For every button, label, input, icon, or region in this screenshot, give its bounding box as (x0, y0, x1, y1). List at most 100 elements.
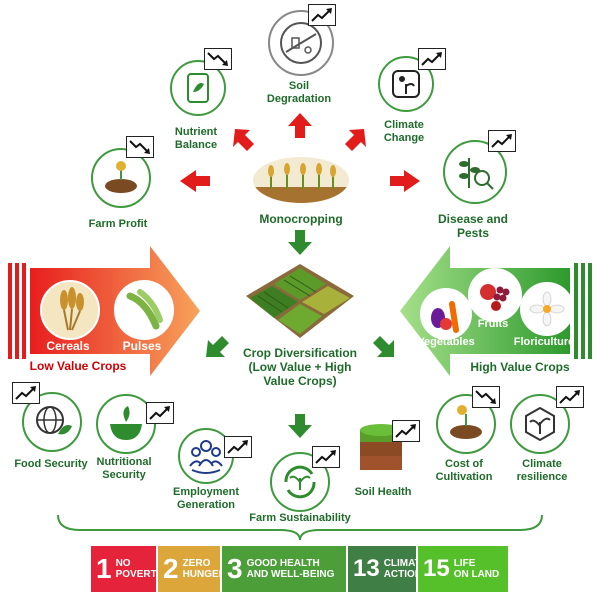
people-icon (189, 440, 223, 474)
vegetables-circle (420, 288, 472, 340)
sdg-1-number: 1 (96, 553, 112, 584)
soil-health-trend-box (392, 420, 420, 442)
fruits-label: Fruits (477, 318, 509, 330)
red-arrow-left (180, 170, 210, 192)
plant-magnifier-icon (459, 158, 494, 190)
farm-profit-trend-box (126, 136, 154, 158)
cereals-icon (60, 287, 84, 331)
sdg-2-line2: HUNGER (182, 569, 226, 580)
green-arrow-downleft (206, 336, 229, 357)
cereals-label: Cereals (46, 339, 90, 353)
farm-sustainability-label: Farm Sustainability (249, 512, 351, 524)
money-hand-icon (450, 405, 482, 439)
recycle-plant-icon (284, 465, 316, 499)
sdg-2-line1: ZERO (182, 558, 211, 569)
sdg-1-line2: POVERTY (115, 569, 164, 580)
pulses-icon (126, 289, 163, 330)
disease-pests-label: Disease and Pests (437, 212, 509, 240)
flower-icon (529, 291, 565, 327)
fruits-circle (468, 268, 522, 322)
trend-up-icon (395, 424, 416, 438)
soil-block-icon (360, 424, 402, 470)
sdg-13-line1: CLIMATE (383, 558, 428, 569)
vegetables-icon (431, 301, 459, 333)
monocropping-label: Monocropping (259, 212, 343, 226)
employment-label: Employment Generation (172, 486, 239, 511)
green-arrow-down-2 (288, 414, 312, 438)
cost-trend-box (472, 386, 500, 408)
nutritional-trend-box (146, 402, 174, 424)
trend-up-icon (421, 52, 442, 66)
green-arrow-down-1 (288, 230, 312, 255)
low-value-crops-label: Low Value Crops (29, 359, 127, 373)
bottom-brace (57, 514, 543, 541)
trend-up-icon (559, 390, 580, 404)
trend-down-icon (475, 390, 496, 404)
trend-down-icon (207, 52, 228, 66)
sdg-15-number: 15 (423, 555, 450, 582)
soil-degradation-label: Soil Degradation (266, 80, 332, 105)
red-arrow-upleft (233, 129, 254, 151)
trend-up-icon (227, 440, 248, 454)
cereals-circle (40, 280, 100, 340)
vegetables-label: Vegetables (417, 336, 475, 348)
food-security-trend-box (12, 382, 40, 404)
pulses-circle (114, 280, 174, 340)
food-security-label: Food Security (14, 458, 88, 470)
money-hand-icon (105, 161, 137, 193)
crop-diversification-label: Crop Diversification (Low Value + High V… (242, 346, 358, 388)
nutritional-security-circle (96, 394, 156, 454)
red-arrow-right (390, 170, 420, 192)
trend-down-icon (129, 140, 150, 154)
disease-trend-box (488, 130, 516, 152)
trend-up-icon (311, 8, 332, 22)
cost-cultivation-label: Cost of Cultivation (435, 458, 493, 483)
monocropping-image (253, 157, 349, 203)
red-arrow-upright (345, 129, 366, 151)
green-arrow-downright (373, 336, 394, 357)
nutrient-balance-circle (170, 60, 226, 116)
employment-trend-box (224, 436, 252, 458)
trend-up-icon (491, 134, 512, 148)
sdg-1-line1: NO (115, 558, 131, 569)
sdg-3-number: 3 (227, 553, 243, 584)
climate-resilience-label: Climate resilience (516, 458, 568, 483)
resilience-trend-box (556, 386, 584, 408)
trend-up-icon (149, 406, 170, 420)
sdg-13-number: 13 (353, 555, 380, 582)
fertilizer-bag-icon (187, 73, 209, 103)
nutritional-security-label: Nutritional Security (96, 456, 152, 481)
floriculture-label: Floriculture (513, 336, 575, 348)
sdg-2-number: 2 (163, 553, 179, 584)
trend-up-icon (315, 450, 336, 464)
sustainability-trend-box (312, 446, 340, 468)
farm-profit-label: Farm Profit (88, 218, 148, 230)
soil-trend-box (308, 4, 336, 26)
nutrient-balance-label: Nutrient Balance (174, 126, 218, 151)
sdg-3-line1: GOOD HEALTH (246, 558, 320, 569)
climate-icon (392, 70, 420, 98)
pulses-label: Pulses (122, 339, 162, 353)
high-value-crops-label: High Value Crops (470, 360, 570, 374)
climate-change-label: Climate Change (383, 119, 425, 144)
soil-health-image (356, 420, 406, 476)
sdg-15-line1: LIFE (453, 558, 476, 569)
soil-health-label: Soil Health (354, 486, 412, 498)
fruits-icon (480, 284, 510, 311)
soil-icon (280, 22, 322, 64)
trend-up-icon (15, 386, 36, 400)
sprout-icon (525, 406, 555, 442)
nutrient-trend-box (204, 48, 232, 70)
cost-cultivation-circle (436, 394, 496, 454)
globe-leaf-icon (36, 406, 72, 435)
red-arrow-up (288, 113, 312, 138)
floriculture-circle (520, 282, 574, 336)
bowl-icon (110, 406, 142, 440)
crop-diversification-image (244, 262, 356, 340)
farm-profit-circle (91, 148, 151, 208)
